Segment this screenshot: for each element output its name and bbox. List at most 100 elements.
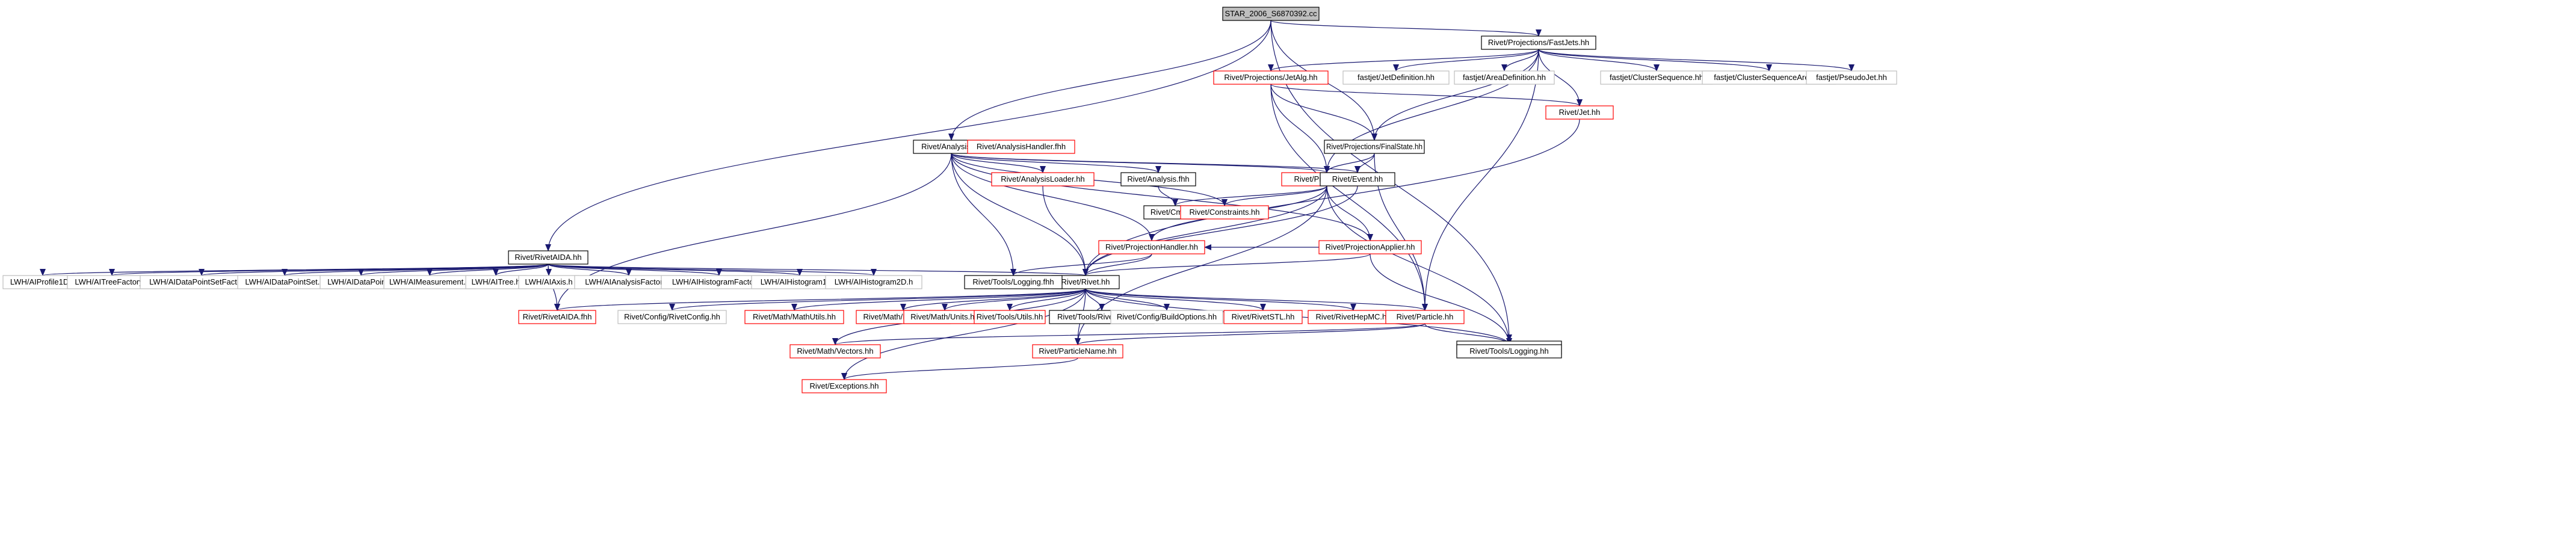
node-label: LWH/AIHistogramFactory.h [672, 277, 766, 286]
edge-n3-to-n8 [1324, 153, 1375, 173]
node-label: Rivet/ProjectionHandler.hh [1105, 242, 1198, 251]
node-box [1213, 70, 1329, 85]
node-fastjet-clustersequence-hh: fastjet/ClusterSequence.hh [1600, 70, 1713, 85]
edge-n1-to-n16 [951, 153, 1046, 173]
node-rivet-exceptions-hh[interactable]: Rivet/Exceptions.hh [802, 379, 887, 393]
node-rivet-tools-logging-fhh[interactable]: Rivet/Tools/Logging.fhh [964, 275, 1063, 289]
node-lwh-aidatapoint-h: LWH/AIDataPoint.h [320, 275, 403, 289]
node-lwh-aianalysisfactory-h: LWH/AIAnalysisFactory.h [574, 275, 684, 289]
edge-n4-to-n50 [548, 263, 877, 276]
node-rivet-tools-utils-hh[interactable]: Rivet/Tools/Utils.hh [974, 310, 1046, 324]
node-label: Rivet/Projections/FinalState.hh [1326, 142, 1422, 151]
node-rivet-tools-logging-hh[interactable]: Rivet/Tools/Logging.hh [1456, 344, 1562, 359]
node-box [802, 379, 887, 393]
edge-n17-to-n34 [1270, 84, 1428, 311]
node-label: LWH/AITree.h [472, 277, 520, 286]
node-label: Rivet/Particle.hh [1397, 312, 1454, 321]
node-rivet-rivetstl-hh[interactable]: Rivet/RivetSTL.hh [1223, 310, 1303, 324]
edge-n6-to-n26 [791, 288, 1086, 311]
edge-n13-to-n37 [1370, 253, 1512, 345]
edge-n4-to-n42 [282, 263, 549, 276]
node-box [974, 310, 1046, 324]
node-rivet-constraints-hh[interactable]: Rivet/Constraints.hh [1180, 205, 1269, 220]
edge-n0-to-n1 [948, 20, 1271, 141]
edge-n1-to-n9 [951, 153, 1361, 173]
node-label: Rivet/Math/Vectors.hh [797, 347, 873, 356]
node-label: Rivet/RivetSTL.hh [1232, 312, 1295, 321]
node-rivet-projectionhandler-hh[interactable]: Rivet/ProjectionHandler.hh [1098, 240, 1205, 254]
node-label: Rivet/RivetAIDA.hh [514, 253, 581, 262]
node-label: LWH/AIAxis.h [525, 277, 572, 286]
node-rivet-projectionapplier-hh[interactable]: Rivet/ProjectionApplier.hh [1318, 240, 1422, 254]
node-rivet-rivetaida-hh[interactable]: Rivet/RivetAIDA.hh [508, 250, 588, 265]
node-label: LWH/AIHistogram2D.h [835, 277, 913, 286]
edge-n6-to-n29 [1007, 288, 1086, 311]
node-label: Rivet/Exceptions.hh [810, 381, 879, 390]
node-box [1456, 344, 1562, 359]
node-rivet-particlename-hh[interactable]: Rivet/ParticleName.hh [1032, 344, 1123, 359]
node-box [789, 344, 881, 359]
edge-n4-to-n44 [427, 263, 549, 276]
edge-n17-to-n8 [1270, 84, 1330, 173]
node-rivet-analysis-fhh[interactable]: Rivet/Analysis.fhh [1120, 172, 1196, 186]
node-rivet-analysisloader-hh[interactable]: Rivet/AnalysisLoader.hh [991, 172, 1095, 186]
node-box [1320, 172, 1395, 186]
node-label: Rivet/RivetAIDA.fhh [523, 312, 592, 321]
node-box [1222, 7, 1320, 21]
node-rivet-jet-hh[interactable]: Rivet/Jet.hh [1545, 105, 1614, 120]
node-box [1120, 172, 1196, 186]
node-rivet-math-mathutils-hh[interactable]: Rivet/Math/MathUtils.hh [744, 310, 844, 324]
node-label: Rivet/Rivet.hh [1061, 277, 1110, 286]
edge-n4-to-n46 [545, 263, 552, 276]
node-star-2006-s6870392-cc[interactable]: STAR_2006_S6870392.cc [1222, 7, 1320, 21]
node-box [1481, 35, 1596, 50]
edge-n2-to-n17 [1268, 49, 1539, 72]
edge-n2-to-n22 [1538, 49, 1855, 72]
node-rivet-projections-fastjets-hh[interactable]: Rivet/Projections/FastJets.hh [1481, 35, 1596, 50]
node-label: fastjet/ClusterSequence.hh [1610, 73, 1703, 82]
edge-n34-to-n35 [832, 323, 1425, 345]
node-rivet-event-hh[interactable]: Rivet/Event.hh [1320, 172, 1395, 186]
node-box [1180, 205, 1269, 220]
edge-n10-to-n11 [1158, 185, 1178, 206]
node-rivet-projections-jetalg-hh[interactable]: Rivet/Projections/JetAlg.hh [1213, 70, 1329, 85]
node-rivet-analysishandler-fhh[interactable]: Rivet/AnalysisHandler.fhh [967, 140, 1075, 154]
edge-n6-to-n31 [1085, 288, 1170, 311]
edge-n6-to-n38 [841, 288, 1086, 380]
edge-n4-to-n48 [548, 263, 722, 276]
node-label: Rivet/Config/RivetConfig.hh [624, 312, 720, 321]
node-label: LWH/AIDataPointSetFactory.h [149, 277, 254, 286]
node-label: Rivet/Constraints.hh [1189, 208, 1259, 217]
edge-n13-to-n6 [1083, 253, 1371, 276]
edge-n9-to-n6 [1083, 185, 1358, 276]
node-label: LWH/AIAnalysisFactory.h [585, 277, 672, 286]
edge-n16-to-n6 [1042, 185, 1089, 276]
edge-n2-to-n3 [1371, 49, 1539, 141]
edge-n17-to-n23 [1270, 84, 1583, 106]
edge-n6-to-n28 [942, 288, 1086, 311]
node-box [967, 140, 1075, 154]
node-box [1098, 240, 1205, 254]
node-label: Rivet/Event.hh [1332, 174, 1383, 183]
node-lwh-aihistogram1d-h: LWH/AIHistogram1D.h [751, 275, 848, 289]
node-box [1342, 70, 1450, 85]
edge-n36-to-n38 [841, 357, 1078, 380]
node-rivet-rivetaida-fhh[interactable]: Rivet/RivetAIDA.fhh [518, 310, 596, 324]
node-label: Rivet/ProjectionApplier.hh [1326, 242, 1415, 251]
node-rivet-rivet-hh[interactable]: Rivet/Rivet.hh [1051, 275, 1120, 289]
node-rivet-math-vectors-hh[interactable]: Rivet/Math/Vectors.hh [789, 344, 881, 359]
node-label: fastjet/AreaDefinition.hh [1463, 73, 1546, 82]
node-label: STAR_2006_S6870392.cc [1225, 9, 1317, 18]
edge-n34-to-n36 [1075, 323, 1425, 345]
node-rivet-particle-hh[interactable]: Rivet/Particle.hh [1385, 310, 1465, 324]
node-box [1110, 310, 1223, 324]
node-rivet-rivethepmc-hh[interactable]: Rivet/RivetHepMC.hh [1308, 310, 1399, 324]
edge-n1-to-n10 [951, 153, 1161, 173]
node-fastjet-areadefinition-hh: fastjet/AreaDefinition.hh [1454, 70, 1555, 85]
node-rivet-math-units-hh[interactable]: Rivet/Math/Units.hh [903, 310, 986, 324]
edge-n8-to-n37 [1326, 185, 1512, 345]
node-label: LWH/AIDataPoint.h [327, 277, 395, 286]
node-rivet-projections-finalstate-hh[interactable]: Rivet/Projections/FinalState.hh [1324, 140, 1425, 154]
node-box [617, 310, 727, 324]
